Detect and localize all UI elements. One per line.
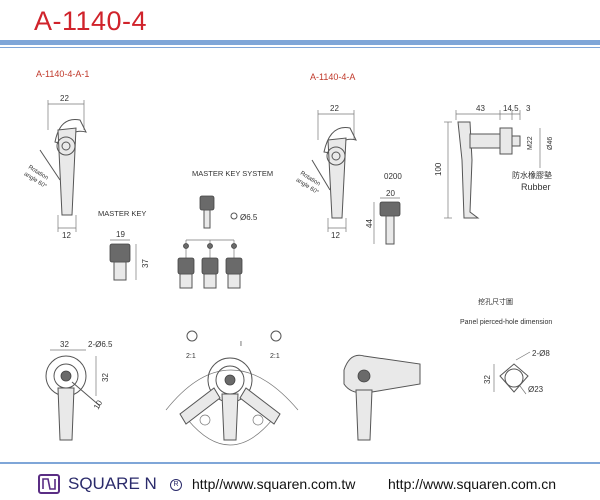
handle-side-view [444,110,541,219]
handle-bottom-right [343,354,421,441]
handle-front-view-a [311,110,357,232]
dim-m22: M22 [527,136,534,150]
view-label-a: A-1140-4-A [310,72,355,82]
dim-44: 44 [365,219,374,228]
dim-100: 100 [434,162,443,176]
dim-22-a1: 22 [60,94,69,103]
master-key-system-drawing [177,195,243,289]
key-drawing [373,197,401,245]
rubber-cn-label: 防水橡膠墊 [512,170,552,180]
dim-12-a1: 12 [62,231,71,240]
master-key-system-label: MASTER KEY SYSTEM [192,169,273,178]
brand-name: SQUARE N [68,474,157,493]
dim-2-6-5: 2-Ø6.5 [88,340,113,349]
dim-32-panel: 32 [483,375,492,384]
view-label-a1: A-1140-4-A-1 [36,69,89,79]
section-2-1-left: 2:1 [186,353,196,360]
panel-cn-label: 挖孔尺寸圖 [478,297,513,306]
dim-12-a: 12 [331,231,340,240]
rotation-fan-diagram [165,330,299,446]
dim-32-bl-v: 32 [101,373,110,382]
section-2-1-right: 2:1 [270,353,280,360]
handle-bottom-left [45,349,101,441]
registered-mark: R [170,479,182,491]
key-code-label: 0200 [384,172,402,181]
section-i: I [240,341,242,348]
brand-logo [38,474,60,494]
dim-37: 37 [141,259,150,268]
technical-drawing: A-1140-4-A-1 22 12 Rotation angle 60° A-… [0,69,600,464]
dim-14-5: 14.5 [503,104,519,113]
dim-43: 43 [476,104,485,113]
logo-icon [42,478,56,490]
panel-en-label: Panel pierced-hole dimension [460,319,552,326]
master-key-drawing [109,239,137,281]
dim-6-5: Ø6.5 [240,213,258,222]
dim-19: 19 [116,230,125,239]
dim-23: Ø23 [528,385,544,394]
panel-hole-drawing [493,351,531,395]
page-title: A-1140-4 [34,6,148,36]
website-link-cn[interactable]: http://www.squaren.com.cn [388,476,557,492]
dim-22-a: 22 [330,104,339,113]
dim-2-8: 2-Ø8 [532,349,550,358]
dim-3: 3 [526,104,531,113]
rubber-label: Rubber [521,182,551,192]
dim-46: Ø46 [547,137,554,150]
handle-front-view-a1 [39,100,87,232]
header-rule-thin [0,47,600,48]
dim-20: 20 [386,189,395,198]
master-key-label: MASTER KEY [98,209,146,218]
dim-32-bl: 32 [60,340,69,349]
header-rule [0,40,600,45]
website-link-tw[interactable]: http//www.squaren.com.tw [192,476,356,492]
